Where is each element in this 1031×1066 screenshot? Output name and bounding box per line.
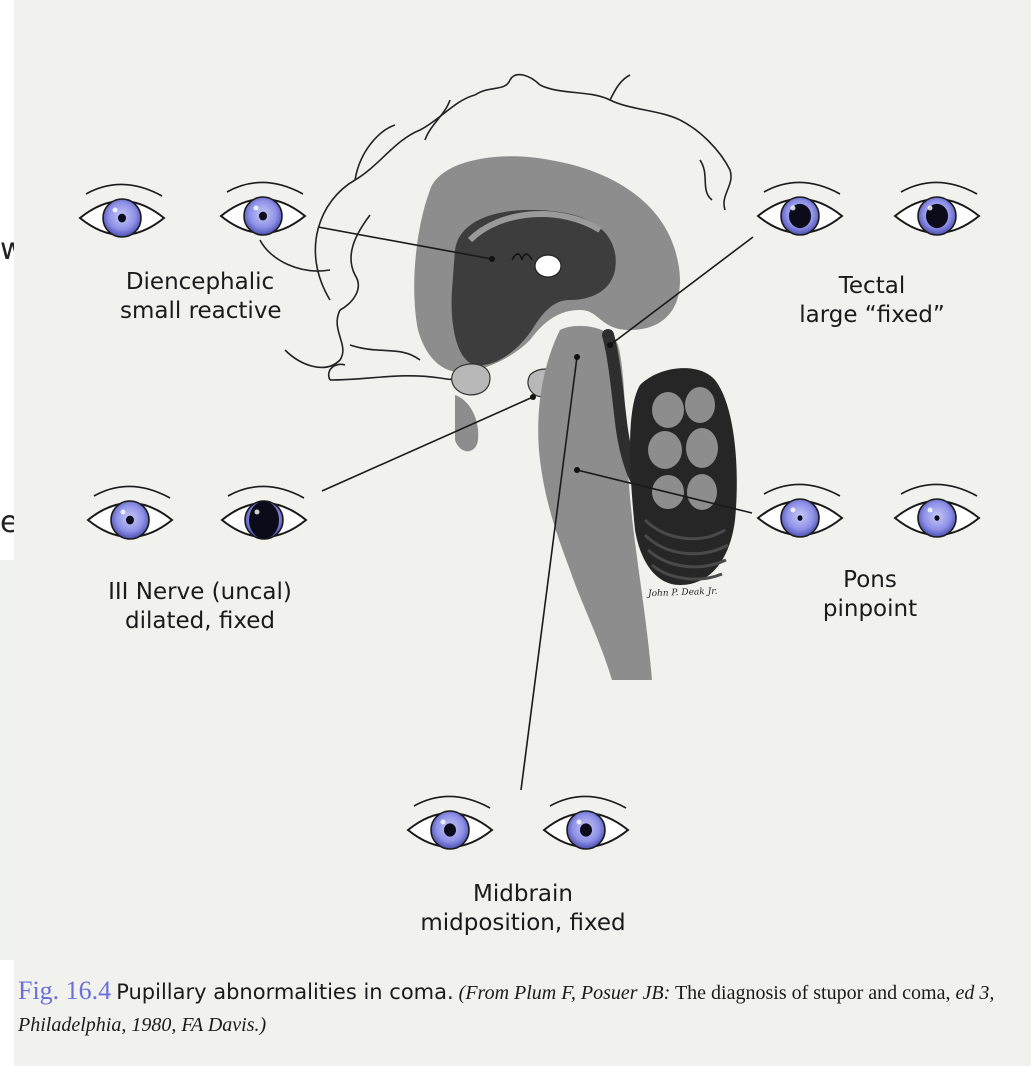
pupil-pons-right: [935, 515, 940, 521]
label-third-nerve: III Nerve (uncal) dilated, fixed: [100, 578, 300, 636]
figure-caption: Fig. 16.4 Pupillary abnormalities in com…: [18, 975, 1023, 1041]
eye-midbrain-left: [408, 796, 492, 849]
label-midbrain-line1: Midbrain: [418, 880, 628, 909]
pupil-diencephalic-left: [118, 214, 126, 223]
eye-pons-left: [758, 484, 842, 537]
label-midbrain-line2: midposition, fixed: [418, 909, 628, 938]
pupil-third-nerve-right: [249, 501, 279, 539]
figure-source-a: (From Plum F, Posuer JB:: [459, 982, 671, 1004]
label-diencephalic-line2: small reactive: [120, 297, 280, 326]
figure-title: Pupillary abnormalities in coma.: [116, 980, 453, 1004]
eye-diencephalic-right: [221, 182, 305, 235]
label-diencephalic: Diencephalic small reactive: [120, 268, 280, 326]
optic-chiasm: [452, 364, 490, 395]
label-tectal-line2: large “fixed”: [792, 301, 952, 330]
pupil-third-nerve-left: [126, 516, 134, 525]
eye-third-nerve-left: [88, 486, 172, 539]
label-third-nerve-line1: III Nerve (uncal): [100, 578, 300, 607]
figure-source-b: The diagnosis of stupor and coma,: [675, 982, 951, 1004]
eye-tectal-right: [895, 182, 979, 235]
eye-diencephalic-left: [80, 184, 164, 237]
pupil-pons-left: [798, 515, 803, 521]
pupil-diencephalic-right: [259, 212, 267, 221]
eye-pons-right: [895, 484, 979, 537]
figure-number: Fig. 16.4: [18, 976, 111, 1005]
eye-midbrain-right: [544, 796, 628, 849]
label-pons-line1: Pons: [800, 566, 940, 595]
label-tectal: Tectal large “fixed”: [792, 272, 952, 330]
pupil-midbrain-right: [580, 823, 592, 836]
label-pons: Pons pinpoint: [800, 566, 940, 624]
label-diencephalic-line1: Diencephalic: [120, 268, 280, 297]
eye-tectal-left: [758, 182, 842, 235]
label-midbrain: Midbrain midposition, fixed: [418, 880, 628, 938]
pupil-midbrain-left: [444, 823, 456, 836]
eye-third-nerve-right: [222, 486, 306, 539]
label-pons-line2: pinpoint: [800, 595, 940, 624]
label-tectal-line1: Tectal: [792, 272, 952, 301]
label-third-nerve-line2: dilated, fixed: [100, 607, 300, 636]
